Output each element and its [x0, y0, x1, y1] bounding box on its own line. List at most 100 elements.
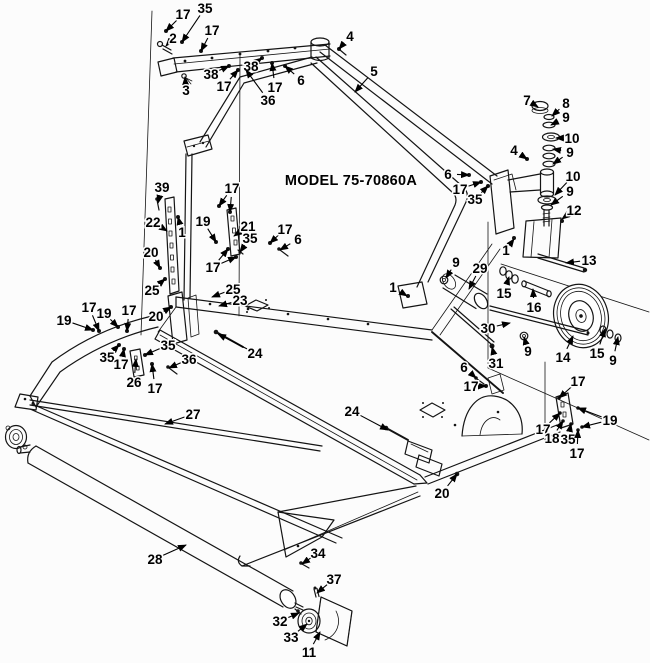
- callout-leader: [338, 40, 347, 50]
- callout-label: 17: [113, 357, 128, 372]
- callout-leader: [529, 99, 539, 108]
- callout-label: 8: [562, 96, 570, 111]
- callout-leader: [565, 258, 581, 266]
- callout-label: 9: [609, 353, 617, 368]
- callout-leader: [233, 228, 243, 237]
- callout-label: 24: [344, 404, 360, 419]
- callout-label: 9: [566, 145, 574, 160]
- callout-leader: [554, 182, 568, 196]
- callout-leader: [229, 69, 239, 80]
- tension-rod-assembly: [439, 273, 590, 395]
- callout-label: 17: [205, 260, 220, 275]
- callout-leader: [217, 333, 248, 350]
- callout-label: 17: [224, 181, 239, 196]
- callout-label: 9: [566, 184, 574, 199]
- callout-label: 38: [243, 59, 259, 74]
- model-title: MODEL 75-70860A: [285, 173, 418, 189]
- callout-leader: [200, 37, 209, 52]
- callout-label: 17: [204, 23, 219, 38]
- callout-label: 10: [565, 169, 580, 184]
- callout-label: 10: [564, 131, 579, 146]
- callout-label: 37: [326, 572, 341, 587]
- callout-leader: [447, 473, 458, 487]
- callout-label: 20: [148, 309, 163, 324]
- callout-label: 17: [569, 446, 584, 461]
- callout-leader: [131, 358, 139, 374]
- callout-label: 24: [247, 346, 263, 361]
- callout-label: 38: [203, 67, 219, 82]
- callout-leader: [529, 288, 537, 299]
- callout-label: 35: [160, 338, 176, 353]
- callout-label: 1: [502, 243, 510, 258]
- callout-leader: [221, 256, 237, 264]
- callout-leader: [124, 318, 132, 332]
- callout-leader: [118, 348, 126, 358]
- callout-label: 25: [144, 283, 160, 298]
- callout-leader: [91, 315, 100, 332]
- callout-label: 35: [242, 231, 258, 246]
- callout-leader: [218, 194, 228, 207]
- callout-leader: [467, 370, 477, 379]
- callout-label: 13: [581, 253, 597, 268]
- callout-leader: [445, 269, 454, 279]
- callout-leader: [110, 344, 120, 354]
- callout-label: 35: [197, 1, 213, 16]
- callout-leader: [354, 77, 369, 93]
- callout-label: 16: [526, 300, 542, 315]
- callout-label: 27: [185, 407, 200, 422]
- callout-label: 30: [480, 321, 495, 336]
- callout-label: 36: [260, 93, 276, 108]
- deck-assembly: [154, 296, 574, 485]
- callout-label: 36: [181, 352, 197, 367]
- callout-leader: [269, 234, 279, 244]
- callout-leader: [153, 259, 161, 269]
- callout-label: 17: [216, 79, 231, 94]
- callout-label: 4: [346, 29, 354, 44]
- callout-label: 35: [560, 432, 576, 447]
- left-arm-assembly: [14, 315, 343, 544]
- callout-label: 4: [510, 143, 518, 158]
- callout-label: 3: [182, 83, 190, 98]
- callout-leader: [253, 57, 263, 66]
- callout-leader: [218, 248, 229, 261]
- callout-leader: [207, 228, 217, 243]
- callout-label: 12: [566, 203, 581, 218]
- callout-label: 7: [523, 93, 531, 108]
- callout-leader: [566, 335, 574, 350]
- callout-label: 9: [562, 110, 570, 125]
- callout-label: 18: [544, 431, 560, 446]
- callout-leader: [162, 544, 187, 556]
- callout-leader: [301, 556, 311, 565]
- callout-label: 5: [370, 64, 378, 79]
- callout-leader: [227, 196, 235, 213]
- callout-leader: [551, 107, 561, 117]
- callout-leader: [561, 211, 571, 220]
- callout-label: 17: [121, 303, 136, 318]
- callout-leader: [577, 407, 602, 418]
- callout-label: 6: [460, 360, 468, 375]
- callout-leader: [165, 37, 174, 47]
- callout-leader: [245, 69, 264, 94]
- callout-leader: [279, 242, 291, 251]
- callout-label: 17: [267, 80, 282, 95]
- callout-leader: [269, 62, 277, 79]
- callout-leader: [297, 623, 308, 632]
- callout-leader: [109, 318, 119, 328]
- callout-label: 17: [147, 381, 162, 396]
- callout-leader: [518, 151, 528, 160]
- callout-label: 22: [145, 215, 160, 230]
- caster-wheel: [552, 283, 610, 349]
- callout-leader: [176, 216, 184, 226]
- callout-leader: [479, 185, 489, 195]
- callout-label: 15: [589, 346, 605, 361]
- callout-label: 17: [570, 374, 585, 389]
- callout-label: 19: [602, 413, 617, 428]
- callout-leader: [522, 336, 530, 346]
- callout-leader: [599, 328, 606, 345]
- callout-leader: [162, 306, 172, 315]
- callout-leader: [158, 223, 168, 232]
- callout-leader: [211, 290, 225, 298]
